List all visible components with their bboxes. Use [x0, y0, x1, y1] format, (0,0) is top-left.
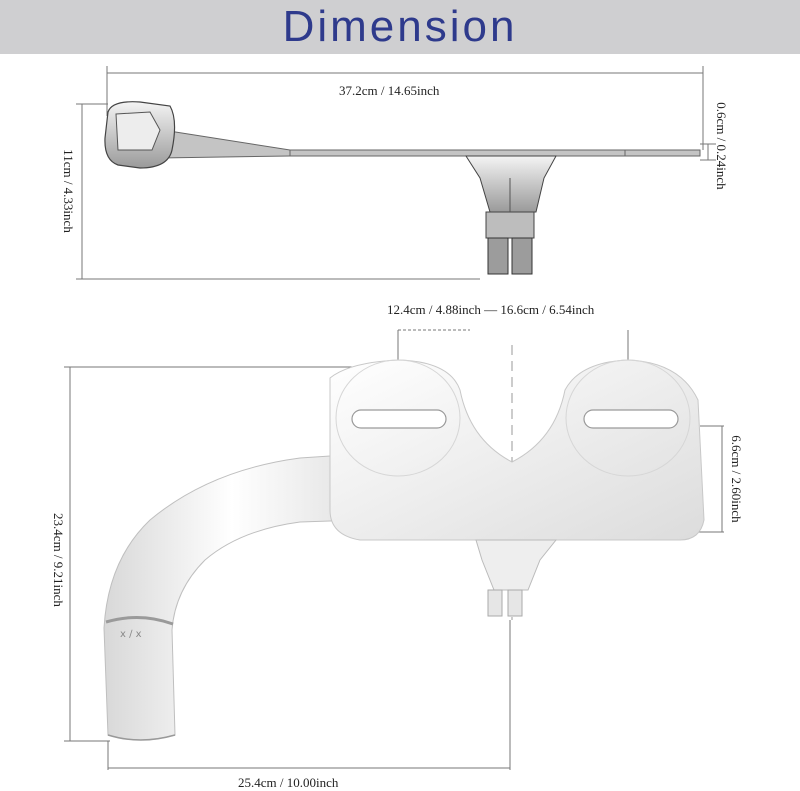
top-view [76, 66, 716, 280]
thickness-label: 0.6cm / 0.24inch [714, 102, 729, 190]
length-label: 37.2cm / 14.65inch [339, 83, 440, 98]
total-height-label: 23.4cm / 9.21inch [51, 513, 66, 607]
hole-distance-label: 12.4cm / 4.88inch — 16.6cm / 6.54inch [387, 302, 595, 317]
total-width-label: 25.4cm / 10.00inch [238, 775, 339, 790]
front-view-bidet: ⅹ ∕ ⅹ [103, 359, 705, 741]
page-title: Dimension [282, 2, 518, 51]
plate-height-label: 6.6cm / 2.60inch [729, 435, 744, 523]
title-banner: Dimension [0, 0, 800, 54]
top-view-bidet [104, 101, 701, 275]
height-label: 11cm / 4.33inch [61, 149, 76, 233]
svg-text:ⅹ ∕ ⅹ: ⅹ ∕ ⅹ [120, 629, 142, 640]
